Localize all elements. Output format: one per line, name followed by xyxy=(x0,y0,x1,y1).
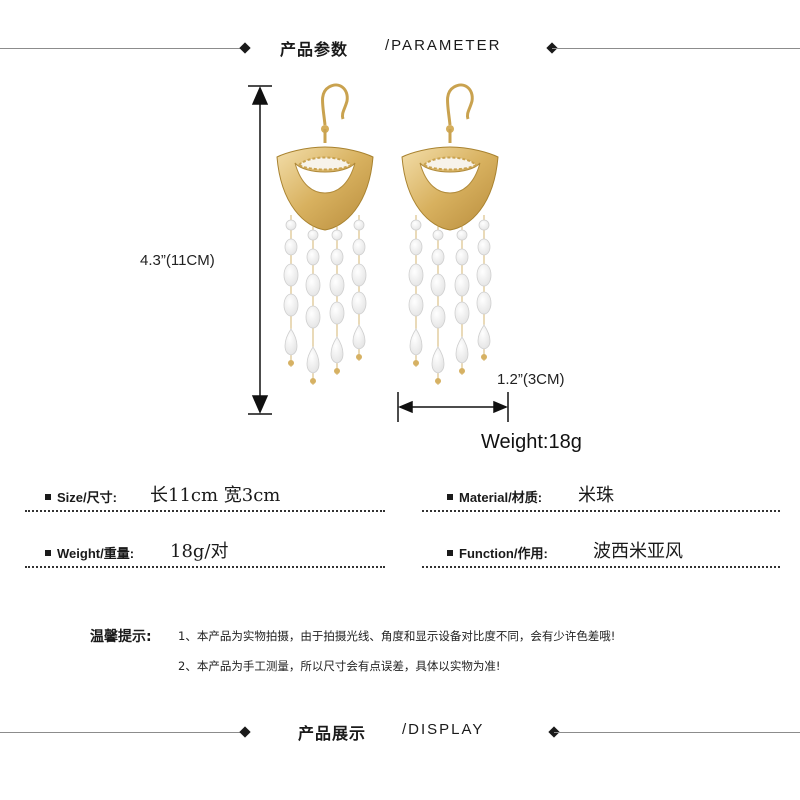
size-underline xyxy=(25,510,385,512)
heading-right-line xyxy=(554,732,800,733)
heading-left-line xyxy=(0,732,245,733)
width-label: 1.2”(3CM) xyxy=(497,371,565,388)
width-dimension-arrow xyxy=(397,392,509,422)
heading-right-line xyxy=(552,48,800,49)
notice-line-1: 1、本产品为实物拍摄，由于拍摄光线、角度和显示设备对比度不同，会有少许色差哦! xyxy=(178,629,616,643)
function-underline xyxy=(422,566,780,568)
size-value: 长11cm 宽3cm xyxy=(150,485,281,506)
weight-label: Weight:18g xyxy=(481,431,582,453)
weight-underline xyxy=(25,566,385,568)
bullet-square-icon xyxy=(45,494,51,500)
heading-left-diamond xyxy=(239,726,251,738)
bullet-square-icon xyxy=(447,494,453,500)
size-label: Size/尺寸: xyxy=(45,487,117,506)
bullet-square-icon xyxy=(45,550,51,556)
weight-spec-value: 18g/对 xyxy=(170,541,229,562)
function-value: 波西米亚风 xyxy=(593,541,683,562)
material-underline xyxy=(422,510,780,512)
material-label: Material/材质: xyxy=(447,487,542,506)
left-earring xyxy=(275,83,375,387)
parameter-subtitle: /PARAMETER xyxy=(385,37,502,54)
height-label: 4.3”(11CM) xyxy=(140,252,215,269)
parameter-title: 产品参数 xyxy=(280,40,349,59)
height-dimension-arrow xyxy=(248,85,272,415)
display-heading: 产品展示 /DISPLAY xyxy=(0,717,800,747)
function-label: Function/作用: xyxy=(447,543,548,562)
display-subtitle: /DISPLAY xyxy=(402,721,485,738)
right-earring xyxy=(400,83,500,387)
heading-left-line xyxy=(0,48,243,49)
notice-title: 温馨提示: xyxy=(90,629,152,645)
weight-spec-label: Weight/重量: xyxy=(45,543,134,562)
earrings-image xyxy=(248,83,509,422)
parameter-heading: 产品参数 /PARAMETER xyxy=(0,33,800,63)
material-value: 米珠 xyxy=(578,485,614,506)
display-title: 产品展示 xyxy=(298,724,367,743)
bullet-square-icon xyxy=(447,550,453,556)
notice-line-2: 2、本产品为手工测量，所以尺寸会有点误差，具体以实物为准! xyxy=(178,659,501,673)
